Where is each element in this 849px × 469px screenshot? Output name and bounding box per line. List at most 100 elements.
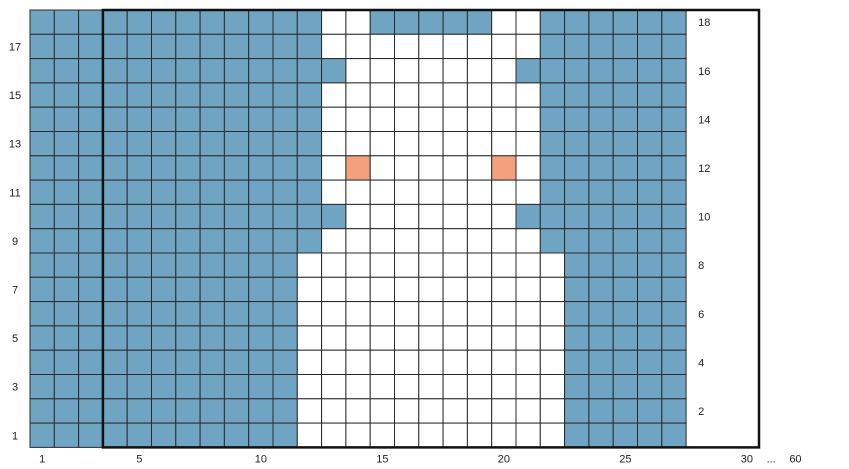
chart-cell-r7-c7 (176, 277, 200, 301)
chart-cell-r1-c20 (492, 423, 516, 447)
chart-cell-r1-c27 (662, 423, 686, 447)
chart-cell-r16-c26 (638, 59, 662, 83)
chart-cell-r11-c1 (30, 180, 54, 204)
chart-cell-r5-c16 (395, 326, 419, 350)
chart-cell-r6-c15 (370, 302, 394, 326)
chart-cell-r7-c21 (516, 277, 540, 301)
chart-cell-r2-c9 (224, 399, 248, 423)
chart-cell-r18-c20 (492, 10, 516, 34)
chart-cell-r13-c24 (589, 132, 613, 156)
chart-cell-r18-c17 (419, 10, 443, 34)
chart-cell-r12-c2 (54, 156, 78, 180)
chart-cell-r11-c19 (467, 180, 491, 204)
chart-cell-r1-c15 (370, 423, 394, 447)
chart-cell-r5-c13 (322, 326, 346, 350)
right-row-label-10: 10 (698, 212, 710, 224)
chart-cell-r7-c22 (540, 277, 564, 301)
chart-cell-r14-c5 (127, 107, 151, 131)
chart-cell-r1-c5 (127, 423, 151, 447)
chart-cell-r4-c13 (322, 350, 346, 374)
chart-cell-r9-c25 (613, 229, 637, 253)
chart-cell-r8-c5 (127, 253, 151, 277)
chart-cell-r3-c10 (249, 375, 273, 399)
chart-cell-r6-c16 (395, 302, 419, 326)
chart-cell-r17-c5 (127, 34, 151, 58)
chart-cell-r14-c1 (30, 107, 54, 131)
chart-cell-r16-c27 (662, 59, 686, 83)
chart-cell-r4-c6 (152, 350, 176, 374)
chart-cell-r16-c14 (346, 59, 370, 83)
bottom-label-8: ... (767, 453, 776, 464)
chart-cell-r17-c13 (322, 34, 346, 58)
chart-cell-r18-c11 (273, 10, 297, 34)
chart-cell-r15-c23 (565, 83, 589, 107)
chart-cell-r7-c12 (297, 277, 321, 301)
chart-cell-r5-c20 (492, 326, 516, 350)
chart-cell-r2-c26 (638, 399, 662, 423)
chart-cell-r6-c2 (54, 302, 78, 326)
chart-cell-r13-c11 (273, 132, 297, 156)
chart-cell-r5-c19 (467, 326, 491, 350)
chart-cell-r13-c19 (467, 132, 491, 156)
chart-cell-r3-c3 (79, 375, 103, 399)
chart-cell-r7-c11 (273, 277, 297, 301)
chart-cell-r16-c5 (127, 59, 151, 83)
chart-cell-r10-c14 (346, 204, 370, 228)
chart-cell-r11-c9 (224, 180, 248, 204)
chart-cell-r13-c8 (200, 132, 224, 156)
chart-cell-r4-c22 (540, 350, 564, 374)
chart-cell-r16-c18 (443, 59, 467, 83)
chart-cell-r9-c13 (322, 229, 346, 253)
chart-cell-r9-c23 (565, 229, 589, 253)
chart-cell-r18-c5 (127, 10, 151, 34)
chart-cell-r14-c25 (613, 107, 637, 131)
chart-cell-r8-c8 (200, 253, 224, 277)
chart-cell-r9-c21 (516, 229, 540, 253)
chart-cell-r12-c1 (30, 156, 54, 180)
chart-cell-r2-c6 (152, 399, 176, 423)
chart-cell-r5-c10 (249, 326, 273, 350)
chart-cell-r12-c24 (589, 156, 613, 180)
chart-cell-r18-c18 (443, 10, 467, 34)
chart-cell-r15-c16 (395, 83, 419, 107)
chart-cell-r2-c19 (467, 399, 491, 423)
chart-cell-r15-c9 (224, 83, 248, 107)
bottom-label-2: 5 (136, 453, 142, 464)
chart-cell-r11-c8 (200, 180, 224, 204)
chart-cell-r17-c22 (540, 34, 564, 58)
chart-cell-r11-c16 (395, 180, 419, 204)
chart-cell-r17-c4 (103, 34, 127, 58)
chart-cell-r6-c22 (540, 302, 564, 326)
chart-cell-r12-c8 (200, 156, 224, 180)
chart-cell-r1-c9 (224, 423, 248, 447)
chart-cell-r9-c16 (395, 229, 419, 253)
chart-cell-r2-c14 (346, 399, 370, 423)
chart-cell-r4-c2 (54, 350, 78, 374)
chart-cell-r9-c3 (79, 229, 103, 253)
chart-cell-r9-c27 (662, 229, 686, 253)
chart-cell-r16-c4 (103, 59, 127, 83)
chart-cell-r18-c26 (638, 10, 662, 34)
chart-cell-r6-c1 (30, 302, 54, 326)
chart-cell-r18-c19 (467, 10, 491, 34)
chart-cell-r4-c10 (249, 350, 273, 374)
chart-cell-r12-c13 (322, 156, 346, 180)
chart-cell-r3-c2 (54, 375, 78, 399)
right-row-label-16: 16 (698, 66, 710, 78)
right-row-label-18: 18 (698, 17, 710, 29)
chart-cell-r9-c24 (589, 229, 613, 253)
right-row-label-14: 14 (698, 114, 710, 126)
chart-cell-r17-c11 (273, 34, 297, 58)
chart-cell-r9-c1 (30, 229, 54, 253)
chart-cell-r3-c13 (322, 375, 346, 399)
left-row-label-15: 15 (9, 90, 21, 102)
chart-cell-r6-c6 (152, 302, 176, 326)
chart-cell-r13-c7 (176, 132, 200, 156)
chart-cell-r10-c11 (273, 204, 297, 228)
chart-cell-r11-c11 (273, 180, 297, 204)
chart-cell-r5-c5 (127, 326, 151, 350)
chart-cell-r1-c4 (103, 423, 127, 447)
chart-cell-r18-c13 (322, 10, 346, 34)
